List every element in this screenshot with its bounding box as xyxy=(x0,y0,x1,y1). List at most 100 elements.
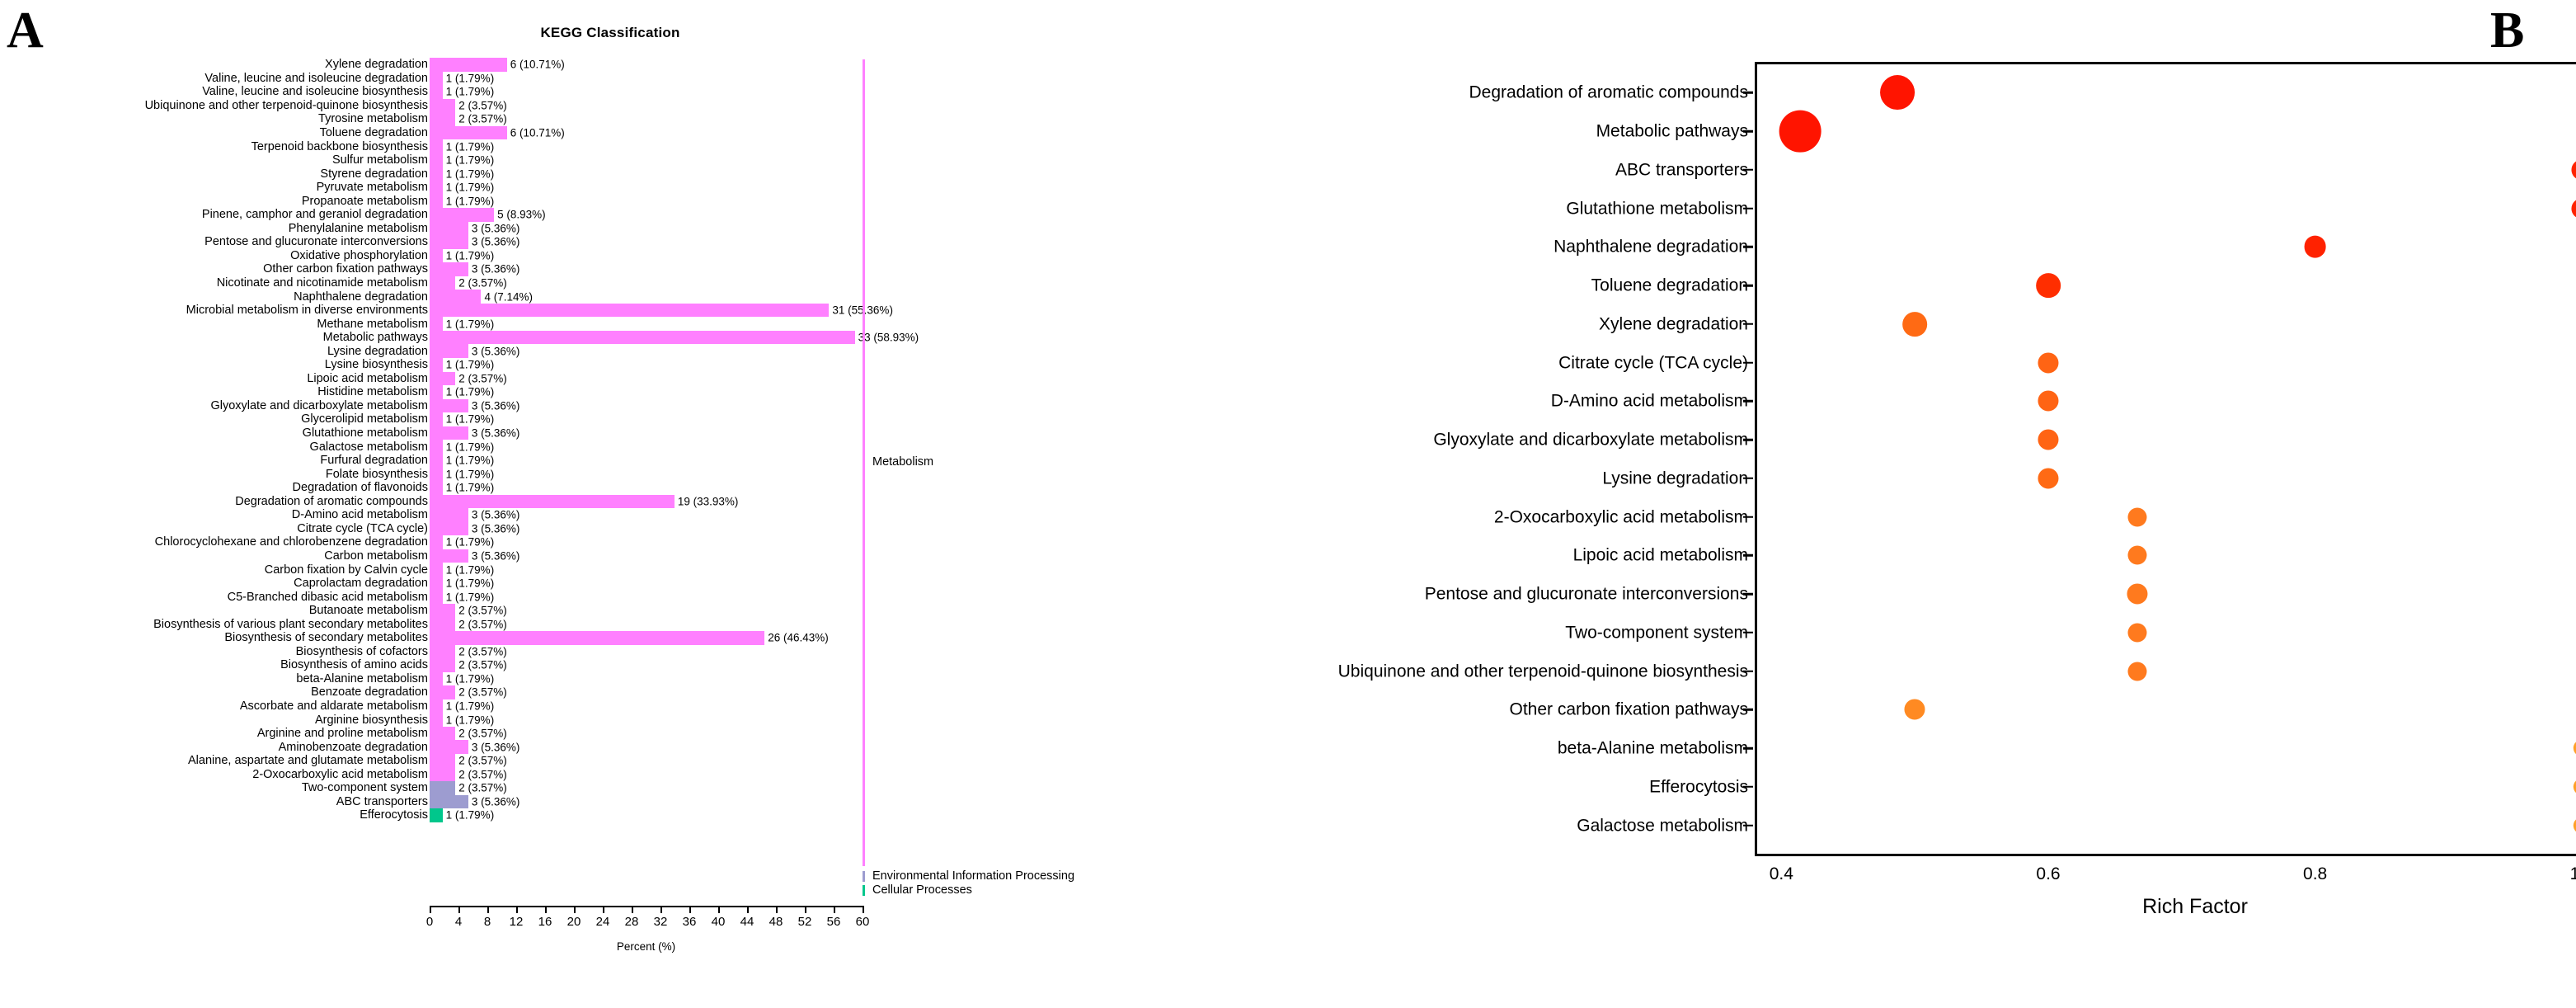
dotplot-point xyxy=(1779,110,1822,153)
dotplot-y-label: Xylene degradation xyxy=(1599,314,1748,334)
dotplot-y-tick xyxy=(1743,400,1753,403)
bar xyxy=(430,344,468,359)
bar-value-label: 1 (1.79%) xyxy=(445,467,495,480)
bar-category-label: Toluene degradation xyxy=(319,125,428,139)
dotplot-point xyxy=(2127,662,2147,681)
x-axis-tick xyxy=(516,906,518,913)
bar xyxy=(430,508,468,522)
bar-category-label: Efferocytosis xyxy=(360,808,428,822)
bar-category-label: Metabolic pathways xyxy=(322,330,428,344)
dotplot-y-tick xyxy=(1743,631,1753,634)
bar xyxy=(430,221,468,236)
bar xyxy=(430,549,468,563)
x-axis-tick xyxy=(574,906,576,913)
dotplot-point xyxy=(1904,699,1925,720)
bar-category-label: Biosynthesis of various plant secondary … xyxy=(153,617,428,631)
dotplot-y-label: Lipoic acid metabolism xyxy=(1572,545,1748,565)
dotplot-point xyxy=(2038,390,2059,412)
bar-value-label: 2 (3.57%) xyxy=(458,604,507,617)
dotplot-point xyxy=(2574,778,2576,796)
bar-value-label: 3 (5.36%) xyxy=(471,795,520,808)
bar-category-label: Nicotinate and nicotinamide metabolism xyxy=(216,276,428,290)
bar xyxy=(430,794,468,809)
bar-category-label: Tyrosine metabolism xyxy=(318,112,428,126)
bar xyxy=(430,603,456,618)
bar xyxy=(430,385,443,399)
bar-row: Valine, leucine and isoleucine degradati… xyxy=(0,71,1220,86)
bar-value-label: 1 (1.79%) xyxy=(445,249,495,262)
bar-category-label: Citrate cycle (TCA cycle) xyxy=(297,521,428,535)
dotplot-y-tick xyxy=(1743,361,1753,364)
dotplot-y-tick xyxy=(1743,323,1753,326)
bar xyxy=(430,740,468,754)
dotplot-point xyxy=(2127,507,2147,527)
panel-b: B 0.40.60.81.0 Rich Factor P-value Count… xyxy=(1220,0,2576,1008)
bar-category-label: Oxidative phosphorylation xyxy=(290,248,428,262)
bar xyxy=(430,685,456,699)
dotplot-frame xyxy=(1755,62,2576,856)
bar-category-label: Galactose metabolism xyxy=(309,440,428,454)
x-axis-tick xyxy=(545,906,547,913)
bar-value-label: 2 (3.57%) xyxy=(458,754,507,767)
dotplot-y-label: Lysine degradation xyxy=(1602,469,1748,488)
bar-value-label: 1 (1.79%) xyxy=(445,317,495,330)
bar-row: Tyrosine metabolism 2 (3.57%) xyxy=(0,112,1220,126)
bar-category-label: Butanoate metabolism xyxy=(308,603,428,617)
dotplot-x-tick-label: 0.8 xyxy=(2303,864,2328,883)
bar-value-label: 2 (3.57%) xyxy=(458,112,507,125)
dotplot-y-label: Pentose and glucuronate interconversions xyxy=(1424,584,1748,604)
bar-category-label: Pinene, camphor and geraniol degradation xyxy=(201,208,428,222)
bar xyxy=(430,440,443,454)
bar xyxy=(430,617,456,631)
bar-value-label: 1 (1.79%) xyxy=(445,194,495,207)
bar xyxy=(430,303,830,318)
bar-value-label: 1 (1.79%) xyxy=(445,454,495,467)
bar-category-label: ABC transporters xyxy=(336,794,428,808)
bar-value-label: 2 (3.57%) xyxy=(458,99,507,112)
bar-category-label: Biosynthesis of cofactors xyxy=(295,644,428,658)
dotplot-y-tick xyxy=(1743,246,1753,248)
bar-category-label: Xylene degradation xyxy=(325,58,428,72)
bar-category-label: Lysine biosynthesis xyxy=(324,358,428,372)
x-axis-tick xyxy=(863,906,864,913)
bar-value-label: 19 (33.93%) xyxy=(677,495,739,508)
kegg-chart-title: KEGG Classification xyxy=(540,25,680,40)
bar xyxy=(430,85,443,99)
bar-value-label: 3 (5.36%) xyxy=(471,740,520,753)
x-axis-tick-label: 12 xyxy=(509,915,524,929)
group-bracket-metabolism xyxy=(863,59,865,866)
x-axis-tick-label: 16 xyxy=(538,915,552,929)
x-axis-tick-label: 8 xyxy=(483,915,491,929)
bar-value-label: 1 (1.79%) xyxy=(445,440,495,453)
bar-category-label: Histidine metabolism xyxy=(317,385,428,399)
dotplot-point xyxy=(2574,817,2576,834)
bar-category-label: Caprolactam degradation xyxy=(294,576,428,590)
dotplot-y-tick xyxy=(1743,709,1753,711)
bar-value-label: 4 (7.14%) xyxy=(484,290,533,303)
dotplot-y-label: 2-Oxocarboxylic acid metabolism xyxy=(1493,507,1748,527)
bar-category-label: Glyoxylate and dicarboxylate metabolism xyxy=(210,398,428,412)
bar-value-label: 6 (10.71%) xyxy=(510,58,565,71)
bar-row: Valine, leucine and isoleucine biosynthe… xyxy=(0,85,1220,99)
bar-value-label: 33 (58.93%) xyxy=(858,331,919,344)
bar xyxy=(430,767,456,781)
group-bracket-environmental xyxy=(863,871,865,882)
panel-b-letter: B xyxy=(2490,2,2525,59)
dotplot-y-tick xyxy=(1743,92,1753,94)
bar-value-label: 1 (1.79%) xyxy=(445,699,495,713)
bar-value-label: 3 (5.36%) xyxy=(471,426,520,440)
x-axis-tick-label: 32 xyxy=(653,915,668,929)
bar-category-label: beta-Alanine metabolism xyxy=(296,671,428,685)
bar-value-label: 1 (1.79%) xyxy=(445,167,495,180)
bar-value-label: 3 (5.36%) xyxy=(471,235,520,248)
dotplot-y-label: Glutathione metabolism xyxy=(1566,199,1748,219)
bar-value-label: 1 (1.79%) xyxy=(445,563,495,576)
